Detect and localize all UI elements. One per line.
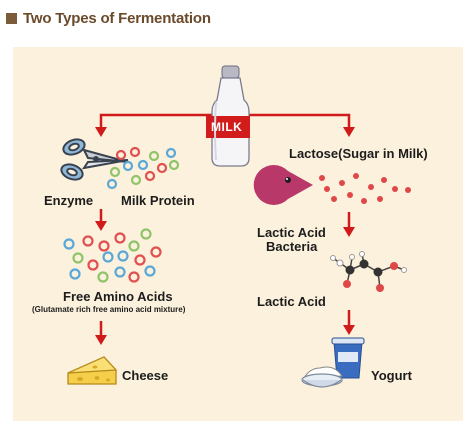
arrowhead-left-top (95, 127, 107, 137)
arrowhead-right-top (343, 127, 355, 137)
arrow-enzyme-to-amino (95, 209, 107, 231)
milk-protein-rings (106, 146, 180, 190)
scissors-icon (60, 138, 129, 181)
milk-bottle-icon (206, 65, 250, 167)
title-square-icon (6, 12, 17, 24)
title-bar: Two Types of Fermentation (6, 8, 211, 28)
cheese-label: Cheese (122, 368, 169, 383)
enzyme-label: Enzyme (44, 193, 94, 208)
free-amino-acid-rings (63, 228, 162, 283)
lactose-label: Lactose(Sugar in Milk) (289, 146, 428, 161)
milk-bottle-label: MILK (211, 120, 243, 134)
milk-protein-label: Milk Protein (121, 193, 195, 208)
lactose-dots (319, 173, 411, 204)
cheese-icon (67, 356, 118, 385)
molecule-icon (330, 251, 407, 292)
free-amino-acids-label: Free Amino Acids (63, 289, 173, 304)
top-connector (99, 113, 351, 128)
lactic-acid-label: Lactic Acid (257, 294, 326, 309)
page-title: Two Types of Fermentation (23, 9, 211, 27)
lactic-acid-bacteria-label-line2: Bacteria (266, 239, 318, 254)
arrowheads (95, 127, 355, 137)
yogurt-label: Yogurt (371, 368, 412, 383)
arrow-lactic-to-yogurt (343, 310, 355, 335)
arrow-amino-to-cheese (95, 321, 107, 345)
free-amino-acids-note: (Glutamate rich free amino acid mixture) (32, 305, 186, 314)
lactic-acid-bacteria-label-line1: Lactic Acid (257, 225, 326, 240)
yogurt-icon (301, 337, 365, 388)
pacman-bacteria-icon (253, 164, 313, 206)
arrow-lactose-to-lactic (343, 212, 355, 237)
